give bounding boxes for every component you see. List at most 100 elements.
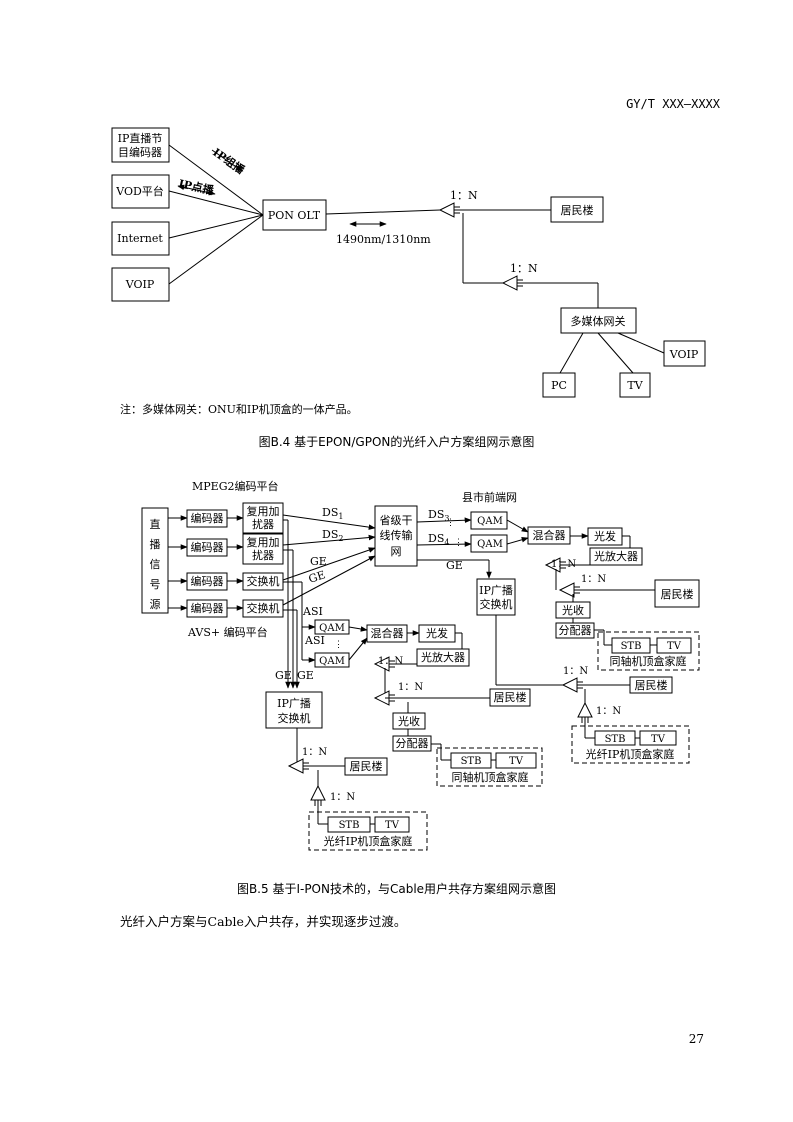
split-ratio-g: 1：N bbox=[563, 666, 588, 677]
ip-broadcast-switch-left bbox=[265, 691, 323, 729]
ipsw-right-line-2: 交换机 bbox=[480, 597, 513, 611]
internet-box bbox=[111, 221, 170, 256]
rx-box-2 bbox=[392, 712, 426, 730]
ds2-label: DS2 bbox=[322, 528, 343, 543]
stb-label-1: STB bbox=[621, 641, 642, 652]
gateway-label: 多媒体网关 bbox=[571, 314, 626, 328]
prov-line-3: 网 bbox=[391, 545, 402, 558]
source-char-3: 信 bbox=[150, 558, 161, 571]
qam-label-3: QAM bbox=[319, 623, 345, 634]
source-char-5: 源 bbox=[150, 597, 161, 611]
pon-olt-label: PON OLT bbox=[268, 209, 321, 222]
rx-label-1: 光收 bbox=[562, 603, 584, 617]
coax-home-group-2 bbox=[436, 747, 543, 787]
rx-label-2: 光收 bbox=[398, 714, 420, 728]
source-char-2: 播 bbox=[150, 537, 161, 551]
ge-label-4: GE bbox=[275, 669, 292, 682]
fiber-home-label-right: 光纤IP机顶盒家庭 bbox=[586, 747, 675, 761]
avs-platform-label: AVS+ 编码平台 bbox=[187, 625, 268, 639]
fiber-home-label-left: 光纤IP机顶盒家庭 bbox=[324, 834, 413, 848]
page-number: 27 bbox=[688, 1032, 704, 1046]
building-box-4 bbox=[629, 676, 673, 694]
combiner-label-2: 混合器 bbox=[371, 626, 404, 640]
internet-label: Internet bbox=[117, 232, 163, 245]
tx-label-2: 光发 bbox=[426, 626, 448, 640]
encoder-label-1: 编码器 bbox=[191, 511, 224, 525]
ge-label-1: GE bbox=[310, 555, 327, 568]
coax-home-group-1 bbox=[597, 631, 700, 671]
tv-label-1: TV bbox=[667, 641, 682, 652]
voip2-label: VOIP bbox=[669, 348, 699, 361]
voip-box bbox=[111, 267, 170, 302]
prov-line-2: 线传输 bbox=[380, 528, 413, 542]
figure-b4 bbox=[111, 127, 706, 398]
tx-label-1: 光发 bbox=[594, 529, 616, 543]
building-box-1 bbox=[654, 579, 700, 608]
ds3-label: DS3 bbox=[428, 508, 449, 523]
document-code: GY/T XXX—XXXX bbox=[626, 97, 720, 111]
building-label-2: 居民楼 bbox=[494, 690, 527, 704]
amp-box-1 bbox=[589, 547, 643, 566]
ge-label-5: GE bbox=[297, 669, 314, 682]
coax-home-label-1: 同轴机顶盒家庭 bbox=[610, 654, 687, 668]
switch-label-2: 交换机 bbox=[247, 601, 280, 615]
ds4-label: DS4 bbox=[428, 532, 449, 547]
ds1-label: DS1 bbox=[322, 506, 343, 521]
pc-box bbox=[542, 372, 576, 398]
source-box bbox=[141, 507, 169, 614]
coax-home-label-2: 同轴机顶盒家庭 bbox=[452, 770, 529, 784]
amp-label-1: 光放大器 bbox=[594, 549, 638, 563]
mux-2-line-2: 扰器 bbox=[252, 548, 274, 562]
mux-2-line-1: 复用加 bbox=[247, 535, 280, 549]
vod-platform-label: VOD平台 bbox=[115, 184, 164, 198]
encoder-label-4: 编码器 bbox=[191, 601, 224, 615]
stb-label-2: STB bbox=[461, 756, 482, 767]
ipsw-left-line-2: 交换机 bbox=[278, 711, 311, 725]
tv-box bbox=[619, 372, 651, 398]
combiner-label-1: 混合器 bbox=[533, 528, 566, 542]
iptv-encoder-label-2: 目编码器 bbox=[118, 145, 162, 159]
body-paragraph: 光纤入户方案与Cable入户共存，并实现逐步过渡。 bbox=[120, 914, 407, 929]
split-ratio-h: 1：N bbox=[596, 706, 621, 717]
stb-label-right: STB bbox=[605, 734, 626, 745]
figure-b5-text: MPEG2编码平台 AVS+ 编码平台 县市前端网 直 播 信 号 源 编码器 … bbox=[150, 479, 694, 848]
iptv-encoder-label-1: IP直播节 bbox=[118, 131, 163, 145]
ge-label-3: GE bbox=[446, 559, 463, 572]
mux-1-line-2: 扰器 bbox=[252, 517, 274, 531]
qam-label-4: QAM bbox=[319, 656, 345, 667]
ipsw-left-line-1: IP广播 bbox=[277, 696, 311, 710]
figure-b4-caption: 图B.4 基于EPON/GPON的光纤入户方案组网示意图 bbox=[258, 435, 535, 449]
tv-label-2: TV bbox=[509, 756, 524, 767]
pc-label: PC bbox=[551, 379, 567, 392]
mux-1-line-1: 复用加 bbox=[247, 504, 280, 518]
voip2-box bbox=[663, 340, 706, 367]
mpeg2-platform-label: MPEG2编码平台 bbox=[192, 479, 278, 493]
source-char-1: 直 bbox=[150, 517, 161, 531]
fiber-home-group-left bbox=[308, 811, 428, 851]
split-ratio-a: 1：N bbox=[551, 559, 576, 570]
splitter-ratio-1: 1：N bbox=[450, 189, 478, 202]
source-char-4: 号 bbox=[150, 578, 161, 591]
figure-b5 bbox=[141, 502, 700, 851]
building-box-2 bbox=[489, 688, 531, 707]
wavelength-label: 1490nm/1310nm bbox=[336, 233, 431, 246]
encoder-label-3: 编码器 bbox=[191, 574, 224, 588]
dist-label-1: 分配器 bbox=[559, 624, 592, 637]
split-ratio-d: 1：N bbox=[398, 682, 423, 693]
amp-box-2 bbox=[416, 648, 470, 667]
qam-label-2: QAM bbox=[477, 539, 503, 550]
split-ratio-c: 1：N bbox=[378, 656, 403, 667]
split-ratio-b: 1：N bbox=[581, 574, 606, 585]
tv-label: TV bbox=[627, 379, 643, 392]
split-ratio-e: 1：N bbox=[302, 747, 327, 758]
tv-label-left: TV bbox=[385, 820, 400, 831]
switch-label-1: 交换机 bbox=[247, 574, 280, 588]
building-label-3: 居民楼 bbox=[350, 759, 383, 773]
asi-label-1: ASI bbox=[302, 605, 323, 618]
building-box-3 bbox=[344, 757, 388, 776]
figure-b5-caption: 图B.5 基于I-PON技术的，与Cable用户共存方案组网示意图 bbox=[236, 882, 557, 896]
dots-3: ⋮ bbox=[334, 640, 343, 650]
dots-2: ⋮ bbox=[454, 538, 463, 548]
tv-label-right: TV bbox=[651, 734, 666, 745]
